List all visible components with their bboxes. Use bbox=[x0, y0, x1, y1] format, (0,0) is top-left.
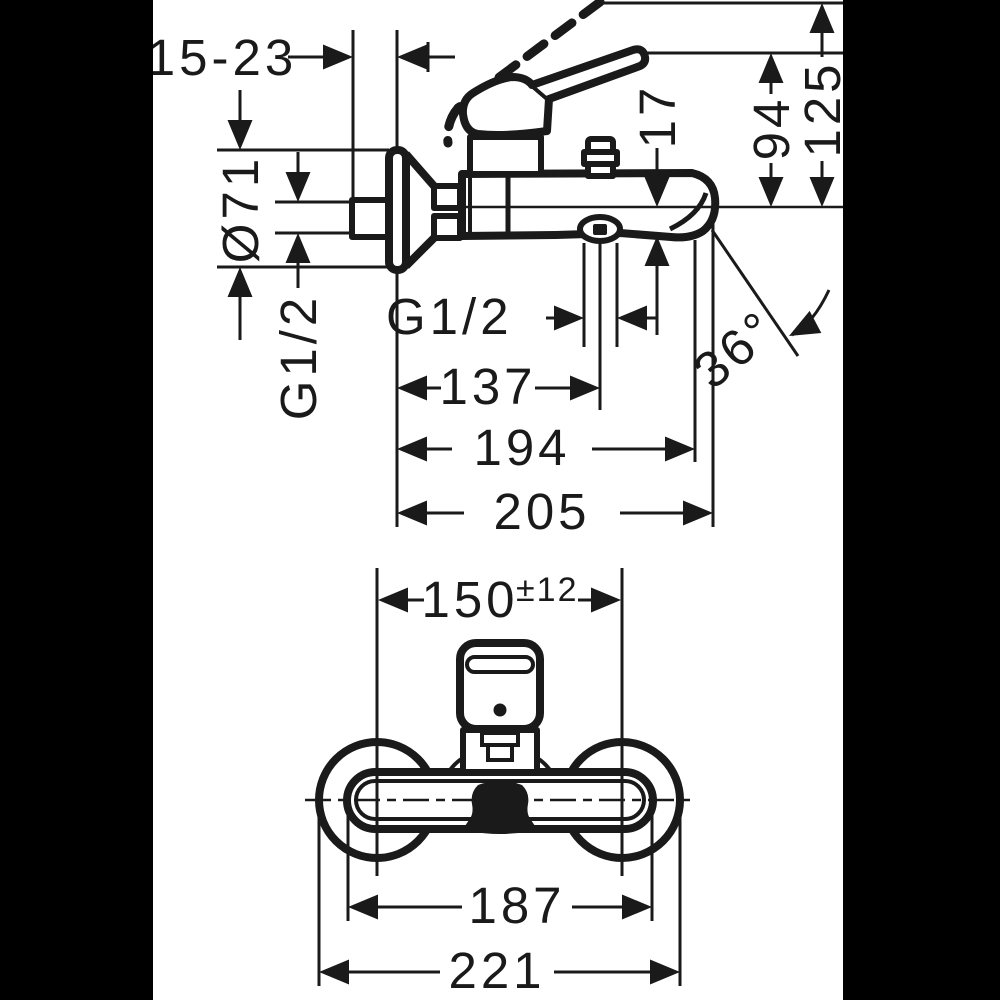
dim-wall-thread-label: G1/2 bbox=[270, 294, 327, 421]
dim-height-open-label: 125 bbox=[794, 60, 851, 157]
handle-neck-front bbox=[448, 727, 552, 775]
lever-handle-side bbox=[458, 45, 650, 139]
dim-center-to-outlet: 137 bbox=[397, 243, 602, 415]
dim-overall-width: 221 bbox=[317, 806, 682, 999]
diverter-knob bbox=[581, 136, 620, 179]
handle-front-dot bbox=[493, 703, 507, 717]
dim-body-width: 187 bbox=[346, 802, 654, 934]
dim-wall-thread: G1/2 bbox=[270, 152, 352, 420]
dim-connection-centers-label: 150 bbox=[421, 571, 518, 628]
dim-wall-projection: 15-23 bbox=[147, 29, 455, 200]
dim-outlet-drop: 17 bbox=[629, 84, 686, 335]
dim-connection-centers: 150 ±12 bbox=[375, 568, 624, 876]
dim-total-projection-label: 205 bbox=[493, 483, 590, 540]
spout-inner-curve bbox=[668, 192, 709, 232]
dim-height-closed-label: 94 bbox=[743, 96, 800, 161]
dim-overall-width-label: 221 bbox=[448, 942, 545, 999]
dim-center-to-outlet-label: 137 bbox=[439, 358, 536, 415]
dim-outlet-thread-label: G1/2 bbox=[386, 288, 513, 345]
dim-escutcheon-diameter-label: Ø71 bbox=[212, 155, 269, 263]
dim-wall-projection-label: 15-23 bbox=[147, 29, 297, 86]
dim-height-closed: 94 bbox=[642, 51, 843, 207]
right-letterbox-bar bbox=[843, 0, 1000, 1000]
dim-height-open: 125 bbox=[600, 1, 851, 207]
spout-front-silhouette bbox=[464, 781, 536, 834]
outlet-port-side bbox=[577, 214, 623, 244]
dim-connection-tolerance-label: ±12 bbox=[516, 571, 578, 609]
dim-total-projection: 205 bbox=[397, 218, 715, 540]
cartridge-block bbox=[467, 134, 544, 177]
dim-body-width-label: 187 bbox=[468, 877, 565, 934]
dim-outlet-thread: G1/2 bbox=[386, 243, 658, 347]
handle-front bbox=[456, 639, 544, 733]
dim-escutcheon-diameter: Ø71 bbox=[212, 90, 389, 340]
left-letterbox-bar bbox=[0, 0, 153, 1000]
dim-spout-reach: 194 bbox=[397, 240, 697, 476]
wall-union-block bbox=[349, 197, 393, 240]
dim-spout-reach-label: 194 bbox=[473, 419, 570, 476]
handle-notch bbox=[531, 85, 549, 101]
dim-outlet-drop-label: 17 bbox=[629, 84, 686, 149]
